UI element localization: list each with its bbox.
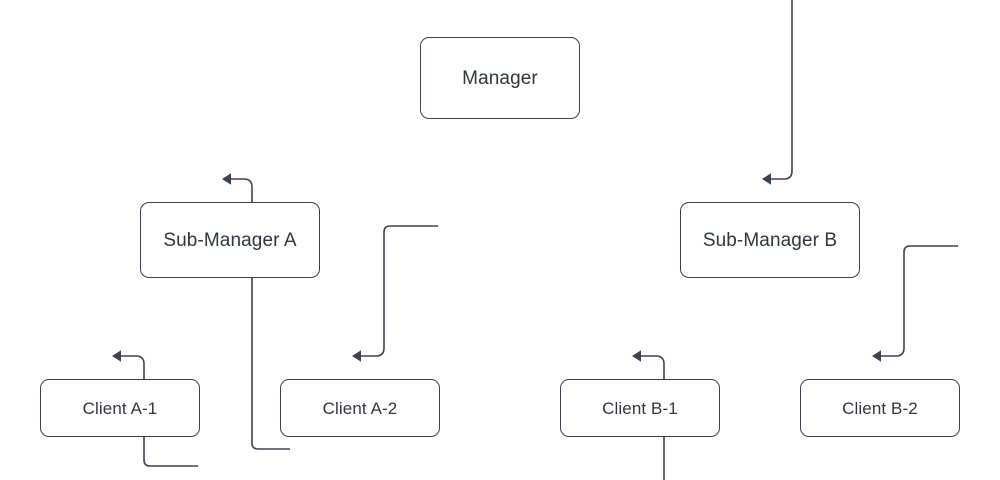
node-client-a2[interactable]: Client A-2: [280, 379, 440, 437]
node-client-a1-label: Client A-1: [82, 398, 158, 418]
node-manager-label: Manager: [462, 67, 538, 89]
node-client-b2[interactable]: Client B-2: [800, 379, 960, 437]
node-client-b1[interactable]: Client B-1: [560, 379, 720, 437]
node-client-b2-label: Client B-2: [842, 398, 918, 418]
node-client-b1-label: Client B-1: [602, 398, 678, 418]
node-sub-manager-b[interactable]: Sub-Manager B: [680, 202, 860, 278]
node-manager[interactable]: Manager: [420, 37, 580, 119]
edge-sub-manager-a-to-client-a2: [352, 225, 438, 362]
node-sub-manager-a-label: Sub-Manager A: [163, 229, 297, 251]
edge-manager-to-sub-manager-a: [222, 173, 290, 450]
edge-manager-to-sub-manager-b: [762, 0, 830, 185]
node-client-a2-label: Client A-2: [322, 398, 398, 418]
node-sub-manager-a[interactable]: Sub-Manager A: [140, 202, 320, 278]
node-sub-manager-b-label: Sub-Manager B: [702, 229, 838, 251]
node-client-a1[interactable]: Client A-1: [40, 379, 200, 437]
edge-sub-manager-b-to-client-b2: [872, 245, 958, 362]
